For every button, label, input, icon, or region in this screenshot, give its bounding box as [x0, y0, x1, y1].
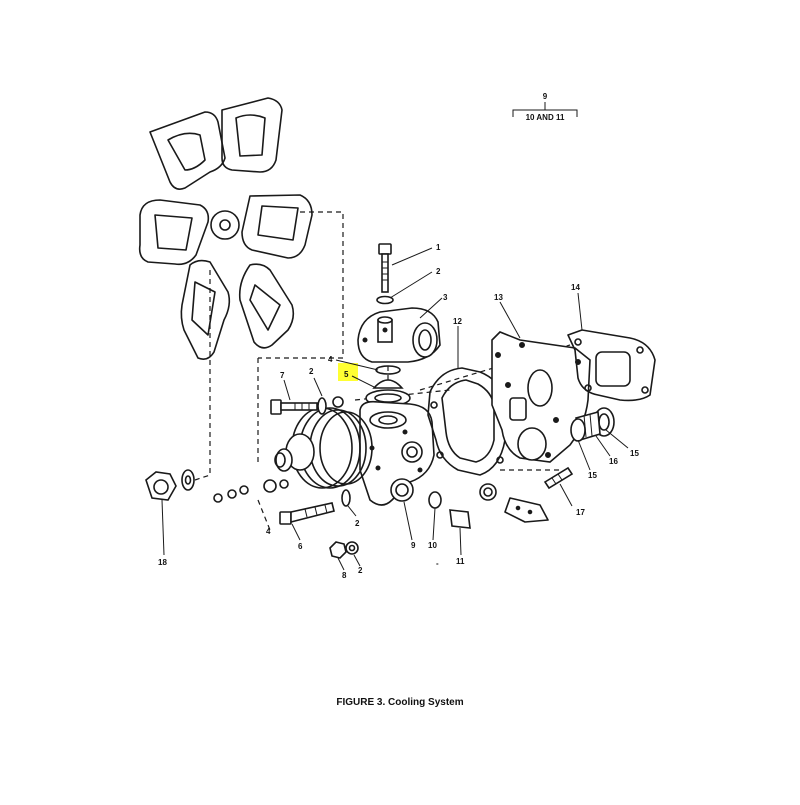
fan-assembly	[138, 97, 313, 360]
plate-gasket	[567, 329, 656, 402]
pump-pulley	[274, 407, 373, 489]
callout-2-lower: 2	[355, 519, 360, 528]
callout-6: 6	[298, 542, 303, 551]
pump-mounting-plate	[491, 331, 591, 463]
callout-9: 9	[411, 541, 416, 550]
callout-4: 4	[328, 355, 333, 364]
callout-16: 16	[609, 457, 618, 466]
bracket-bottom-label: 10 AND 11	[526, 113, 565, 122]
callout-13: 13	[494, 293, 503, 302]
callout-2-bottom: 2	[358, 566, 363, 575]
reference-bracket: 9 10 AND 11	[512, 92, 578, 122]
callout-14: 14	[571, 283, 580, 292]
stud	[543, 466, 574, 490]
hose-fittings	[570, 407, 615, 442]
callout-7: 7	[280, 371, 285, 380]
callout-15-left: 15	[588, 471, 597, 480]
water-pump-body	[359, 400, 435, 506]
callout-4-lower: 4	[266, 527, 271, 536]
figure-caption: FIGURE 3. Cooling System	[336, 697, 464, 708]
thermostat-housing	[357, 307, 441, 363]
callout-11: 11	[456, 557, 465, 566]
callout-18: 18	[158, 558, 167, 567]
callout-dash: -	[436, 559, 439, 568]
bracket-top-label: 9	[543, 92, 548, 101]
callout-17: 17	[576, 508, 585, 517]
leader-lines	[161, 247, 629, 571]
thermostat	[365, 365, 411, 407]
lower-nut-washer	[329, 541, 359, 559]
callout-labels: 1 2 3 4 5 7 2 12 13 14 15 16 15 17 18 6 …	[158, 243, 639, 580]
callout-8: 8	[342, 571, 347, 580]
fan-hub-hardware	[145, 469, 289, 503]
callout-10: 10	[428, 541, 437, 550]
callout-2-mid: 2	[309, 367, 314, 376]
callout-1: 1	[436, 243, 441, 252]
thermostat-bolt	[376, 243, 394, 305]
small-hardware	[428, 483, 549, 529]
callout-5: 5	[344, 370, 349, 379]
callout-3: 3	[443, 293, 448, 302]
pulley-bolt	[270, 396, 344, 415]
callout-12: 12	[453, 317, 462, 326]
lower-pump-bolt	[279, 489, 351, 525]
callout-15-right: 15	[630, 449, 639, 458]
callout-2-top: 2	[436, 267, 441, 276]
